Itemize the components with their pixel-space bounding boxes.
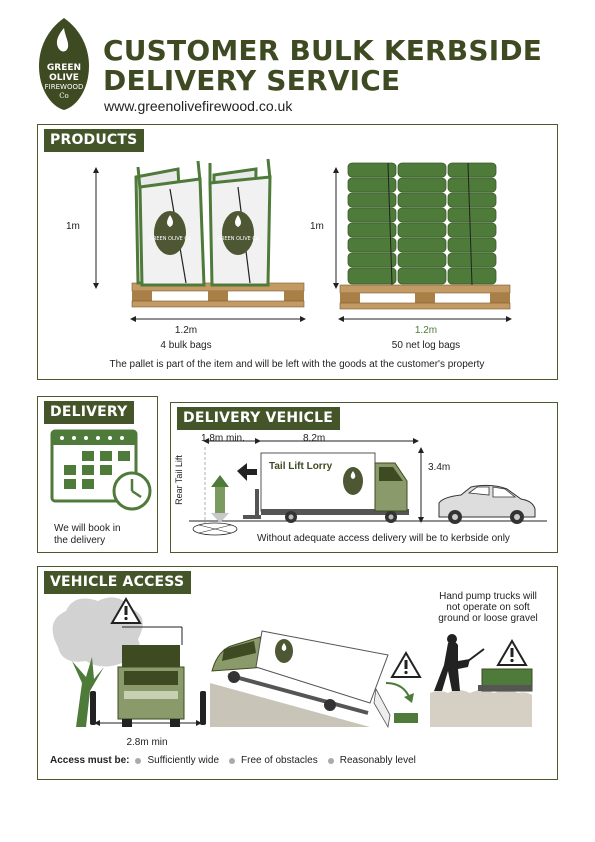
- pump-note-2: not operate on soft: [446, 602, 530, 613]
- lorry-name-label: Tail Lift Lorry: [269, 461, 333, 472]
- pump-note-3: ground or loose gravel: [438, 613, 538, 624]
- pallet-note: The pallet is part of the item and will …: [109, 359, 485, 370]
- tail-lift-lorry-illustration-icon: [189, 438, 547, 536]
- delivery-caption-1: We will book in: [54, 523, 121, 534]
- requirement-dot-icon: [135, 757, 142, 764]
- logo-line-2: OLIVE: [49, 73, 79, 83]
- nets-caption: 50 net log bags: [391, 340, 461, 351]
- lift-clearance-label: 1.8m min.: [201, 433, 245, 444]
- requirement-level: Reasonably level: [339, 755, 416, 766]
- bulk-height-label: 1m: [66, 221, 80, 232]
- bag-logo-text-1: GREEN OLIVE Co: [149, 236, 191, 242]
- delivery-caption-2: the delivery: [54, 535, 106, 546]
- vehicle-access-illustration-icon: [52, 597, 533, 729]
- delivery-panel: DELIVERY We will book in the delivery: [37, 396, 158, 553]
- bulk-width-label: 1.2m: [174, 325, 198, 336]
- delivery-label: DELIVERY: [44, 401, 135, 424]
- access-width-label: 2.8m min: [126, 737, 168, 748]
- requirement-wide: Sufficiently wide: [147, 755, 220, 766]
- logo-line-4: Co: [59, 92, 69, 100]
- page-title: CUSTOMER BULK KERBSIDE DELIVERY SERVICE: [103, 36, 542, 96]
- green-olive-logo-icon: GREEN OLIVE FIREWOOD Co: [39, 18, 89, 110]
- products-label: PRODUCTS: [44, 129, 145, 152]
- delivery-vehicle-label: DELIVERY VEHICLE: [177, 407, 341, 430]
- bulk-bags-illustration-icon: GREEN OLIVE Co GREEN OLIVE Co: [93, 158, 306, 322]
- bag-logo-text-2: GREEN OLIVE Co: [217, 236, 259, 242]
- logo-line-1: GREEN: [47, 63, 81, 73]
- net-log-bags-illustration-icon: [333, 162, 512, 322]
- access-requirements: Access must be: Sufficiently wide Free o…: [50, 755, 416, 766]
- nets-height-label: 1m: [310, 221, 324, 232]
- calendar-clock-icon: [50, 429, 152, 511]
- title-line-2: DELIVERY SERVICE: [103, 64, 401, 97]
- header: GREEN OLIVE FIREWOOD Co CUSTOMER BULK KE…: [35, 16, 565, 116]
- products-panel: PRODUCTS GREEN OLIVE Co GREEN OLIVE Co 1…: [37, 124, 558, 380]
- vehicle-height-label: 3.4m: [428, 462, 451, 473]
- vehicle-access-panel: VEHICLE ACCESS: [37, 566, 558, 780]
- delivery-vehicle-panel: DELIVERY VEHICLE: [170, 402, 558, 553]
- access-must-be-label: Access must be:: [50, 755, 130, 766]
- website-url[interactable]: www.greenolivefirewood.co.uk: [104, 98, 293, 114]
- nets-width-label: 1.2m: [414, 325, 438, 336]
- requirement-dot-icon: [327, 757, 334, 764]
- vehicle-access-label: VEHICLE ACCESS: [44, 571, 192, 594]
- rear-tail-lift-label: Rear Tail Lift: [173, 455, 184, 505]
- logo-line-3: FIREWOOD: [45, 83, 84, 91]
- pump-note-1: Hand pump trucks will: [439, 591, 537, 602]
- requirement-obstacles: Free of obstacles: [241, 755, 318, 766]
- title-line-1: CUSTOMER BULK KERBSIDE: [103, 34, 543, 67]
- bulk-caption: 4 bulk bags: [160, 340, 212, 351]
- requirement-dot-icon: [229, 757, 236, 764]
- lorry-length-label: 8.2m: [303, 433, 326, 444]
- vehicle-access-note: Without adequate access delivery will be…: [257, 533, 510, 544]
